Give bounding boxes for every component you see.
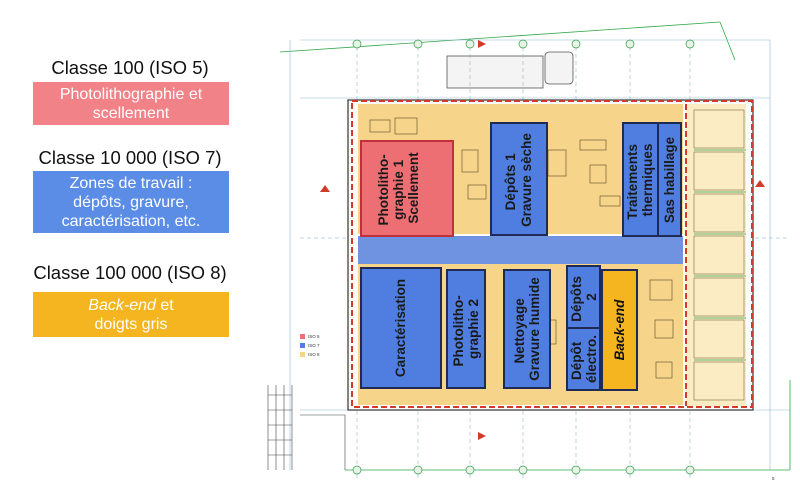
legend-line: dépôts, gravure, bbox=[73, 193, 189, 211]
mini-label-iso5: ISO 5 bbox=[308, 334, 320, 339]
floor-plan: Photolitho- graphie 1 Scellement Dépôts … bbox=[267, 21, 791, 481]
room-photolitho2: Photolitho- graphie 2 bbox=[446, 269, 486, 389]
grid-bubbles bbox=[352, 39, 695, 475]
room-depots2-label: Dépôts 2 bbox=[569, 272, 599, 322]
legend-line: Zones de travail : bbox=[69, 174, 193, 192]
room-traitements: Traitements thermiques bbox=[622, 122, 659, 237]
mini-label-iso8: ISO 8 bbox=[308, 352, 320, 357]
legend-italic-lead: Back-end bbox=[88, 296, 156, 314]
stair-ramp bbox=[267, 385, 346, 470]
mini-legend: ISO 5 ISO 7 ISO 8 bbox=[300, 334, 320, 357]
room-caracterisation-label: Caractérisation bbox=[393, 279, 408, 377]
room-backend-label: Back-end bbox=[612, 299, 627, 361]
room-depots1: Dépôts 1 Gravure sèche bbox=[490, 122, 548, 236]
room-depot-electro: Dépôt électro. bbox=[566, 327, 601, 391]
legend-box-iso7: Zones de travail : dépôts, gravure, cara… bbox=[33, 171, 229, 233]
legend-box-iso5: Photolithographie et scellement bbox=[33, 82, 229, 125]
mini-swatch-iso7 bbox=[300, 343, 305, 348]
legend-box-iso8-text: Back-end et doigts gris bbox=[88, 296, 173, 334]
room-depots1-label: Dépôts 1 Gravure sèche bbox=[503, 133, 534, 227]
room-photolitho1: Photolitho- graphie 1 Scellement bbox=[360, 140, 454, 237]
legend-line: doigts gris bbox=[94, 315, 168, 333]
locker-rooms bbox=[693, 109, 745, 401]
legend-box-iso5-text: Photolithographie et scellement bbox=[60, 85, 202, 123]
room-sas-label: Sas habillage bbox=[662, 136, 677, 223]
room-nettoyage-label: Nettoyage Gravure humide bbox=[512, 277, 542, 381]
vehicle-outline bbox=[446, 51, 574, 89]
legend-line: scellement bbox=[92, 104, 170, 122]
legend-heading-iso5: Classe 100 (ISO 5) bbox=[51, 57, 209, 78]
section-markers bbox=[320, 40, 765, 440]
room-traitements-label: Traitements thermiques bbox=[625, 140, 655, 220]
legend-line: caractérisation, etc. bbox=[61, 212, 201, 230]
room-photolitho2-label: Photolitho- graphie 2 bbox=[451, 292, 481, 367]
legend-box-iso7-text: Zones de travail : dépôts, gravure, cara… bbox=[62, 174, 201, 231]
room-sas: Sas habillage bbox=[657, 122, 682, 237]
mini-swatch-iso8 bbox=[300, 352, 305, 357]
legend-heading-iso8: Classe 100 000 (ISO 8) bbox=[33, 262, 227, 283]
legend-box-iso8: Back-end et doigts gris bbox=[33, 292, 229, 337]
legend-line: et bbox=[160, 296, 174, 314]
legend-line: Photolithographie et bbox=[59, 85, 203, 103]
locker-dividers bbox=[694, 149, 746, 361]
page-number: 5 bbox=[772, 476, 775, 481]
iso7-corridor bbox=[358, 236, 683, 264]
mini-label-iso7: ISO 7 bbox=[308, 343, 320, 348]
room-caracterisation: Caractérisation bbox=[360, 267, 442, 389]
cleanroom-boundary bbox=[351, 100, 753, 408]
legend-heading-iso7: Classe 10 000 (ISO 7) bbox=[38, 147, 222, 168]
room-depot-electro-label: Dépôt électro. bbox=[569, 335, 599, 383]
room-backend: Back-end bbox=[601, 269, 638, 391]
mini-swatch-iso5 bbox=[300, 334, 305, 339]
room-depots2: Dépôts 2 bbox=[566, 265, 601, 329]
room-photolitho1-label: Photolitho- graphie 1 Scellement bbox=[376, 151, 421, 226]
room-nettoyage: Nettoyage Gravure humide bbox=[503, 269, 551, 389]
